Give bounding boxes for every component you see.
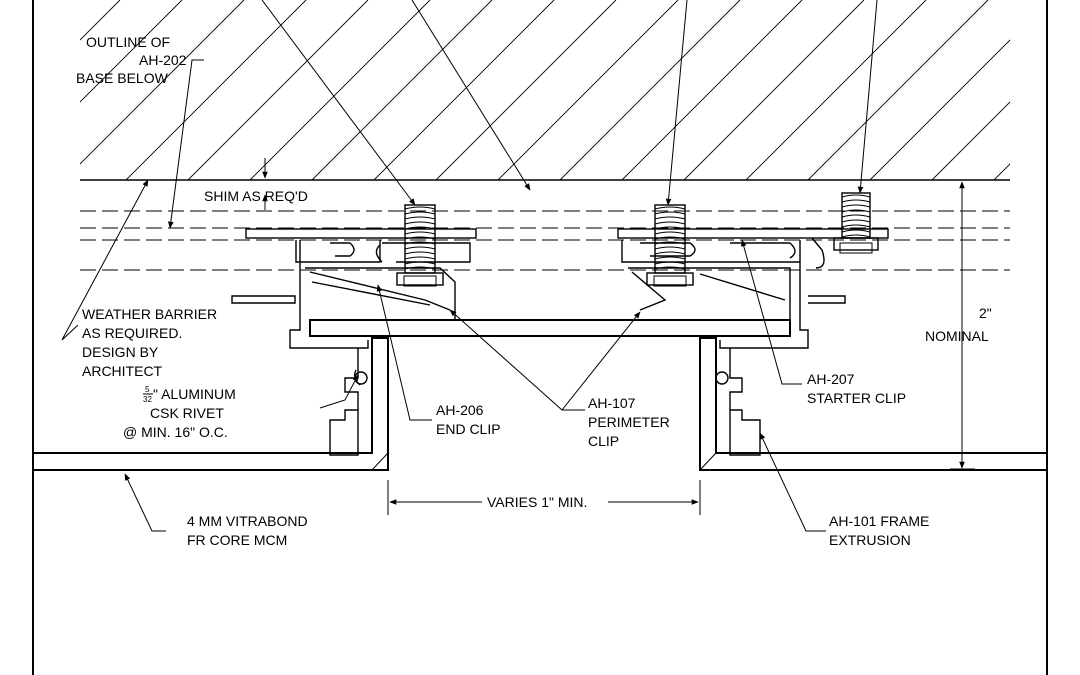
label-frame-line1: AH-101 FRAME	[829, 513, 929, 529]
label-weather-line4: ARCHITECT	[82, 363, 163, 379]
label-endclip-line1: AH-206	[436, 402, 484, 418]
label-rivet-line3: @ MIN. 16" O.C.	[123, 424, 228, 440]
label-rivet-line1: " ALUMINUM	[153, 386, 236, 402]
label-nominal-line1: 2"	[979, 305, 992, 321]
label-outline-line3: BASE BELOW	[76, 70, 169, 86]
label-varies: VARIES 1" MIN.	[487, 494, 587, 510]
substrate-hatch	[80, 0, 1010, 180]
callout-perimeter-clip: AH-107 PERIMETER CLIP	[588, 395, 670, 449]
left-clip-profile	[231, 240, 471, 349]
label-rivet-line2: CSK RIVET	[150, 405, 224, 421]
varies-dimension	[387, 480, 701, 515]
label-mcm-line1: 4 MM VITRABOND	[187, 513, 308, 529]
frame-extrusion-right	[715, 348, 761, 456]
screw-left	[396, 204, 444, 287]
label-weather-line3: DESIGN BY	[82, 344, 159, 360]
frame-extrusion-left	[329, 348, 368, 456]
label-weather-line2: AS REQUIRED.	[82, 325, 182, 341]
base-plates	[245, 228, 889, 239]
label-perim-line2: PERIMETER	[588, 414, 670, 430]
screw-center	[646, 204, 694, 287]
label-weather-line1: WEATHER BARRIER	[82, 306, 217, 322]
label-endclip-line2: END CLIP	[436, 421, 501, 437]
label-starter-line2: STARTER CLIP	[807, 390, 906, 406]
callout-outline-of-base: OUTLINE OF AH-202 BASE BELOW	[76, 34, 187, 86]
callout-nominal: 2" NOMINAL	[925, 305, 992, 344]
mcm-top-panel	[309, 319, 791, 337]
callout-mcm: 4 MM VITRABOND FR CORE MCM	[187, 513, 308, 548]
sheet-border	[32, 0, 1048, 675]
leader-lines	[61, 0, 878, 532]
label-starter-line1: AH-207	[807, 371, 855, 387]
callout-weather-barrier: WEATHER BARRIER AS REQUIRED. DESIGN BY A…	[82, 306, 217, 379]
label-perim-line3: CLIP	[588, 433, 619, 449]
nominal-dimension	[950, 179, 975, 470]
rivet-fraction-numerator: 5	[145, 385, 150, 394]
label-frame-line2: EXTRUSION	[829, 532, 911, 548]
callout-starter-clip: AH-207 STARTER CLIP	[807, 371, 906, 406]
callout-end-clip: AH-206 END CLIP	[436, 402, 501, 437]
label-nominal-line2: NOMINAL	[925, 328, 989, 344]
label-outline-line2: AH-202	[139, 52, 187, 68]
label-outline-line1: OUTLINE OF	[86, 34, 170, 50]
label-perim-line1: AH-107	[588, 395, 636, 411]
label-mcm-line2: FR CORE MCM	[187, 532, 287, 548]
callout-rivet: 5 32 " ALUMINUM CSK RIVET @ MIN. 16" O.C…	[123, 385, 236, 440]
label-shim: SHIM AS REQ'D	[204, 188, 308, 204]
callout-frame-extrusion: AH-101 FRAME EXTRUSION	[829, 513, 929, 548]
rivet-fraction-denominator: 32	[143, 395, 152, 404]
base-outline-dashed	[80, 210, 1010, 271]
screw-right	[833, 192, 879, 254]
